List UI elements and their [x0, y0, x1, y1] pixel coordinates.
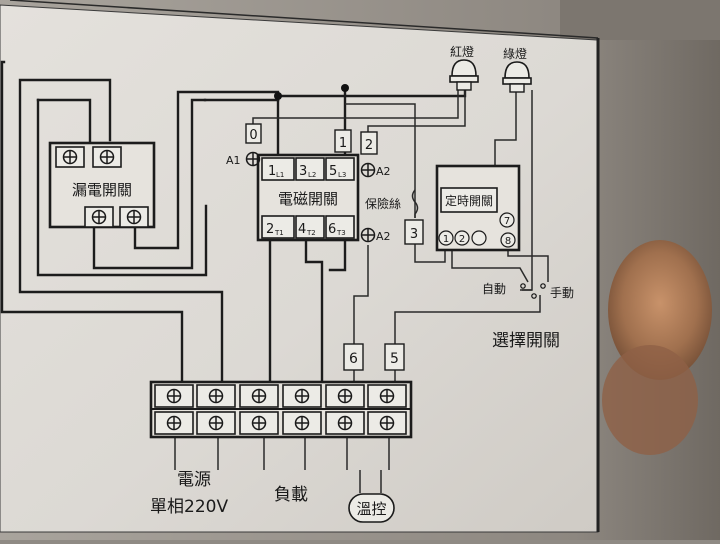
wire-number-3: 3	[410, 227, 418, 242]
contactor-sub-l3: L3	[338, 171, 346, 179]
timer-terminal-7-icon	[499, 212, 515, 228]
screw-icon	[337, 388, 353, 404]
wire-number-5: 5	[390, 351, 399, 367]
timer-terminal-1-icon	[438, 230, 454, 246]
selector-manual-label: 手動	[550, 286, 574, 300]
plate-top-edge	[9, 0, 599, 39]
wire-number-2: 2	[365, 138, 373, 153]
timer-switch: 定時開關 7 1 2 8	[435, 164, 521, 252]
screw-icon	[91, 209, 107, 225]
timer-label: 定時開關	[445, 193, 493, 208]
screw-icon	[166, 415, 182, 431]
load-label: 負載	[274, 485, 308, 505]
screw-icon	[208, 415, 224, 431]
marker-a2-lower: A2	[376, 230, 391, 243]
contactor-terminal-1: 1	[268, 164, 276, 179]
red-lamp: 紅燈	[449, 44, 479, 91]
timer-terminal-8-icon	[500, 232, 516, 248]
lamp-bulb-icon	[451, 59, 477, 77]
contactor-sub-l2: L2	[308, 171, 316, 179]
contactor-terminal-3: 3	[299, 164, 307, 179]
contactor-terminal-6: 6	[328, 222, 336, 237]
fuse-label: 保險絲	[365, 196, 401, 211]
contactor-label: 電磁開關	[278, 190, 338, 208]
a2-lower-screw-icon	[360, 227, 376, 243]
contactor-terminal-5: 5	[329, 164, 337, 179]
contactor-sub-t3: T3	[336, 229, 346, 237]
coil-markers: A1 A2 A2	[226, 151, 391, 243]
screw-icon	[99, 149, 115, 165]
timer-terminal-7: 7	[504, 216, 510, 227]
screw-icon	[379, 415, 395, 431]
thermostat-label: 溫控	[356, 500, 386, 518]
screw-icon	[251, 415, 267, 431]
timer-terminal-2-icon	[454, 230, 470, 246]
wires	[0, 60, 549, 493]
green-lamp: 綠燈	[502, 46, 532, 93]
timer-terminal-1: 1	[443, 234, 449, 245]
marker-a2-upper: A2	[376, 165, 391, 178]
screw-icon	[294, 415, 310, 431]
terminal-block	[149, 380, 413, 439]
contactor-terminal-4: 4	[298, 222, 306, 237]
screw-icon	[251, 388, 267, 404]
wire-number-tags: 0 1 2 3 6 5	[245, 123, 424, 371]
lamp-bulb-icon	[504, 61, 530, 79]
contactor-terminal-2: 2	[266, 222, 274, 237]
timer-terminal-blank-icon	[471, 230, 487, 246]
bottom-labels: 電源 單相220V 負載 溫控	[150, 470, 395, 523]
wire-number-6: 6	[349, 351, 358, 367]
green-lamp-label: 綠燈	[503, 46, 527, 61]
power-spec-label: 單相220V	[150, 497, 228, 517]
selector-switch: 自動 手動 選擇開關	[482, 282, 574, 351]
a1-screw-icon	[245, 151, 261, 167]
contactor-sub-t1: T1	[274, 229, 284, 237]
finger-shadow	[602, 345, 698, 455]
power-label: 電源	[177, 470, 211, 490]
wire-number-0: 0	[249, 128, 257, 143]
timer-terminal-2: 2	[459, 234, 465, 245]
screw-icon	[294, 388, 310, 404]
leakage-breaker-label: 漏電開關	[72, 181, 132, 199]
screw-icon	[379, 388, 395, 404]
thermostat-capsule	[348, 493, 395, 523]
magnetic-contactor: 1 L1 3 L2 5 L3 電磁開關 2 T1 4 T2 6 T3	[256, 153, 360, 242]
junction-dots	[274, 84, 349, 100]
fuse-icon	[411, 189, 419, 218]
screw-icon	[337, 415, 353, 431]
timer-terminal-8: 8	[505, 236, 511, 247]
background-shadow	[560, 0, 720, 40]
contactor-sub-t2: T2	[306, 229, 316, 237]
leakage-breaker: 漏電開關	[48, 141, 156, 229]
selector-label: 選擇開關	[492, 331, 560, 351]
screw-icon	[208, 388, 224, 404]
red-lamp-label: 紅燈	[450, 44, 474, 59]
screw-icon	[166, 388, 182, 404]
a2-upper-screw-icon	[360, 162, 376, 178]
fuse: 保險絲	[365, 189, 419, 218]
selector-auto-label: 自動	[482, 282, 506, 296]
finger	[608, 240, 712, 380]
contactor-sub-l1: L1	[276, 171, 284, 179]
wire-number-1: 1	[339, 136, 347, 151]
screw-icon	[62, 149, 78, 165]
screw-icon	[126, 209, 142, 225]
marker-a1: A1	[226, 154, 241, 167]
